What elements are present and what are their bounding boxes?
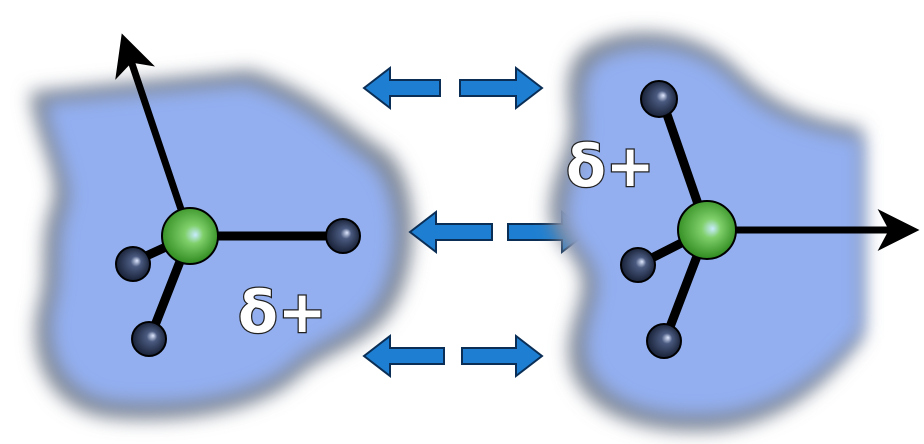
- right-molecule: δ+: [549, 32, 920, 432]
- arrow-bottom-left: [362, 333, 445, 379]
- left-partial-charge-label: δ+: [238, 278, 326, 346]
- arrow-bottom-right: [461, 333, 544, 379]
- arrow-middle-left: [408, 209, 493, 255]
- left-electron-cloud: [30, 70, 413, 420]
- left-molecule: δ+: [30, 33, 413, 420]
- left-dipole-vector: [115, 33, 194, 238]
- right-central-atom: [677, 200, 737, 260]
- arrow-top-left: [362, 65, 441, 111]
- arrow-top-right: [459, 65, 544, 111]
- right-outer-atom-top: [640, 80, 678, 118]
- right-partial-charge-label: δ+: [566, 132, 654, 200]
- left-outer-atom-right: [325, 218, 361, 254]
- left-outer-atom-lower-left: [115, 246, 151, 282]
- right-outer-atom-lower-left: [620, 247, 656, 283]
- left-outer-atom-bottom: [131, 321, 167, 357]
- interaction-arrow-bottom: [362, 333, 544, 379]
- right-outer-atom-bottom: [646, 323, 682, 359]
- left-central-atom: [161, 207, 219, 265]
- interaction-arrow-top: [362, 65, 544, 111]
